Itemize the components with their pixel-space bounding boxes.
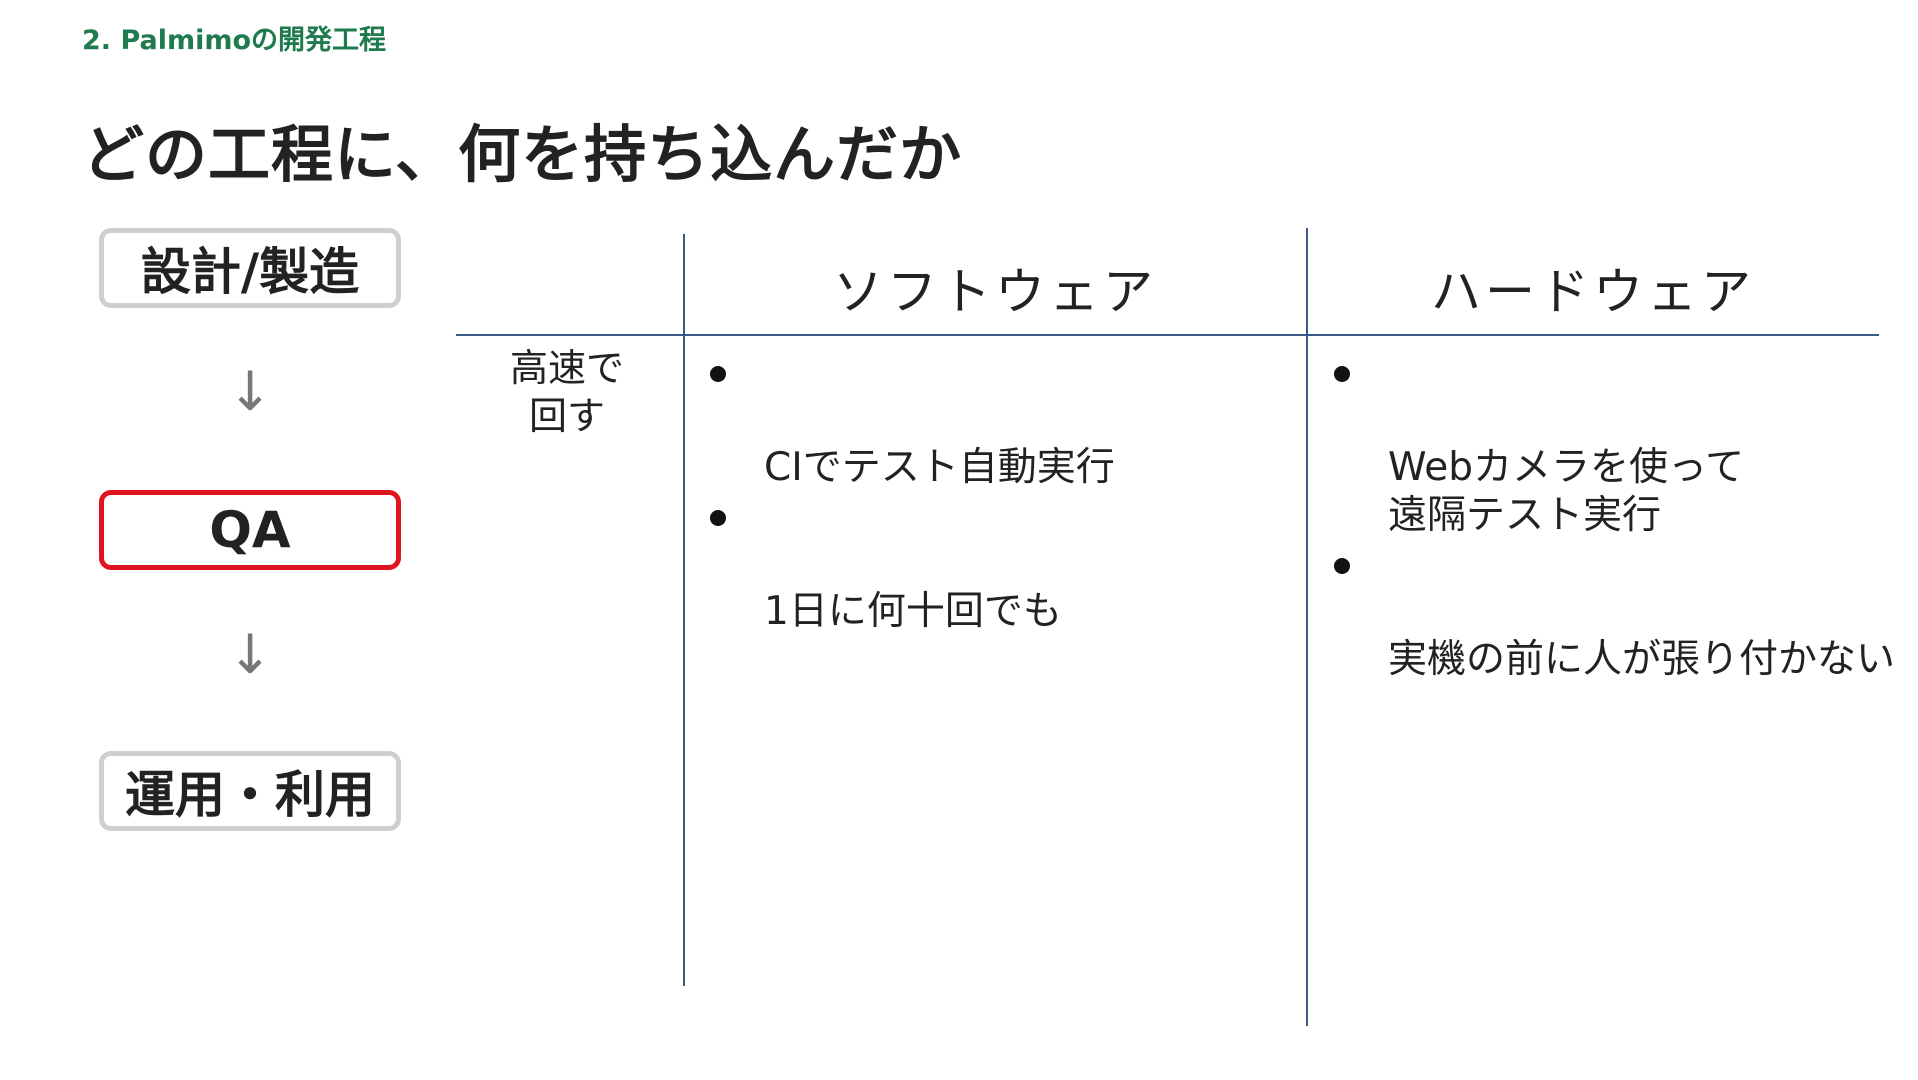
stage-design-manufacturing: 設計/製造 — [99, 228, 401, 308]
hardware-bullet-list: Webカメラを使って 遠隔テスト実行 実機の前に人が張り付かない — [1324, 348, 1914, 684]
software-bullet-list: CIでテスト自動実行 1日に何十回でも — [700, 348, 1300, 636]
bullet-dot-icon — [1334, 558, 1350, 574]
column-header-hardware: ハードウェア — [1431, 263, 1755, 321]
table-divider-vertical-2 — [1306, 228, 1308, 1026]
stage-operation-use: 運用・利用 — [99, 751, 401, 831]
bullet-text: CIでテスト自動実行 — [764, 445, 1115, 490]
list-item: CIでテスト自動実行 — [700, 348, 1300, 492]
bullet-dot-icon — [710, 510, 726, 526]
bullet-dot-icon — [710, 366, 726, 382]
arrow-down-icon: ↓ — [227, 360, 273, 423]
row-label-fast-iteration: 高速で 回す — [509, 346, 624, 438]
bullet-text: Webカメラを使って 遠隔テスト実行 — [1388, 445, 1745, 538]
list-item: 1日に何十回でも — [700, 492, 1300, 636]
arrow-down-icon: ↓ — [227, 623, 273, 686]
list-item: Webカメラを使って 遠隔テスト実行 — [1324, 348, 1914, 540]
table-divider-horizontal — [456, 334, 1879, 336]
stage-qa: QA — [99, 490, 401, 570]
table-divider-vertical-1 — [683, 234, 685, 986]
bullet-dot-icon — [1334, 366, 1350, 382]
slide-title: どの工程に、何を持ち込んだか — [82, 118, 963, 191]
list-item: 実機の前に人が張り付かない — [1324, 540, 1914, 684]
column-header-software: ソフトウェア — [833, 263, 1157, 321]
bullet-text: 1日に何十回でも — [764, 589, 1062, 634]
bullet-text: 実機の前に人が張り付かない — [1388, 637, 1896, 682]
section-label: 2. Palmimoの開発工程 — [82, 25, 387, 56]
